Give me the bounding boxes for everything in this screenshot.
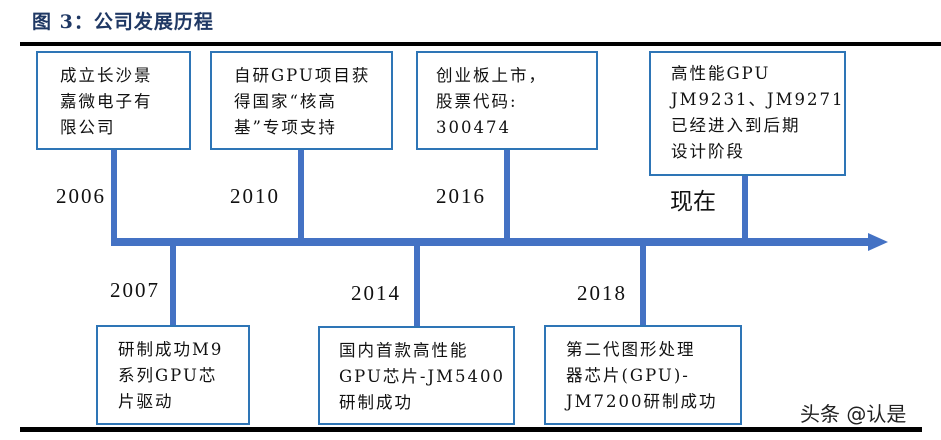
event-text-line: 高性能GPU xyxy=(671,64,771,83)
event-text-line: 设计阶段 xyxy=(671,142,745,161)
event-text-line: 股票代码: xyxy=(436,92,518,111)
connector-2016 xyxy=(504,149,510,241)
year-label-2010: 2010 xyxy=(230,184,280,208)
event-text-line: 研制成功 xyxy=(339,393,413,412)
bottom-rule xyxy=(20,427,922,432)
event-text-line: 第二代图形处理 xyxy=(566,340,696,359)
event-text-line: 自研GPU项目获 xyxy=(234,66,371,85)
connector-2018 xyxy=(640,244,646,326)
year-label-2014: 2014 xyxy=(351,281,401,305)
connector-2007 xyxy=(170,244,176,326)
event-box-2016: 创业板上市， 股票代码: 300474 xyxy=(416,51,598,150)
watermark: 头条 @认是 xyxy=(800,402,907,426)
connector-now xyxy=(742,175,748,241)
event-text-line: GPU芯片-JM5400 xyxy=(339,367,505,386)
year-label-2006: 2006 xyxy=(56,184,106,208)
event-text-line: 嘉微电子有 xyxy=(60,92,153,111)
event-text-line: 限公司 xyxy=(60,118,116,137)
event-text-line: 成立长沙景 xyxy=(60,66,153,85)
event-box-2018: 第二代图形处理 器芯片(GPU)- JM7200研制成功 xyxy=(544,325,742,425)
connector-2014 xyxy=(414,244,420,327)
connector-2010 xyxy=(298,149,304,241)
year-label-2016: 2016 xyxy=(436,184,486,208)
event-text-line: 得国家“核高 xyxy=(234,92,337,111)
event-box-2010: 自研GPU项目获 得国家“核高 基”专项支持 xyxy=(210,51,393,150)
arrow-right-icon xyxy=(868,233,888,251)
event-text-line: 系列GPU芯 xyxy=(118,366,218,385)
event-text-line: 片驱动 xyxy=(118,392,174,411)
event-text-line: 国内首款高性能 xyxy=(339,341,469,360)
event-text-line: 器芯片(GPU)- xyxy=(566,366,690,385)
event-box-2007: 研制成功M9 系列GPU芯 片驱动 xyxy=(96,325,250,425)
timeline-axis xyxy=(111,238,871,246)
event-text-line: JM9231、JM9271 xyxy=(671,90,845,109)
event-text-line: 基”专项支持 xyxy=(234,118,337,137)
event-box-2014: 国内首款高性能 GPU芯片-JM5400 研制成功 xyxy=(318,326,515,425)
year-label-2007: 2007 xyxy=(110,278,160,302)
event-text-line: JM7200研制成功 xyxy=(566,392,718,411)
event-text-line: 创业板上市， xyxy=(436,66,547,85)
year-label-2018: 2018 xyxy=(577,281,627,305)
year-label-now: 现在 xyxy=(670,189,716,215)
timeline-start-vertical xyxy=(111,149,117,246)
event-text-line: 300474 xyxy=(436,118,511,137)
figure-title: 图 3：公司发展历程 xyxy=(32,11,214,33)
top-rule xyxy=(20,42,941,46)
event-text-line: 研制成功M9 xyxy=(118,340,224,359)
event-box-2006: 成立长沙景 嘉微电子有 限公司 xyxy=(36,51,191,150)
event-box-now: 高性能GPU JM9231、JM9271 已经进入到后期 设计阶段 xyxy=(649,51,846,176)
event-text-line: 已经进入到后期 xyxy=(671,116,801,135)
